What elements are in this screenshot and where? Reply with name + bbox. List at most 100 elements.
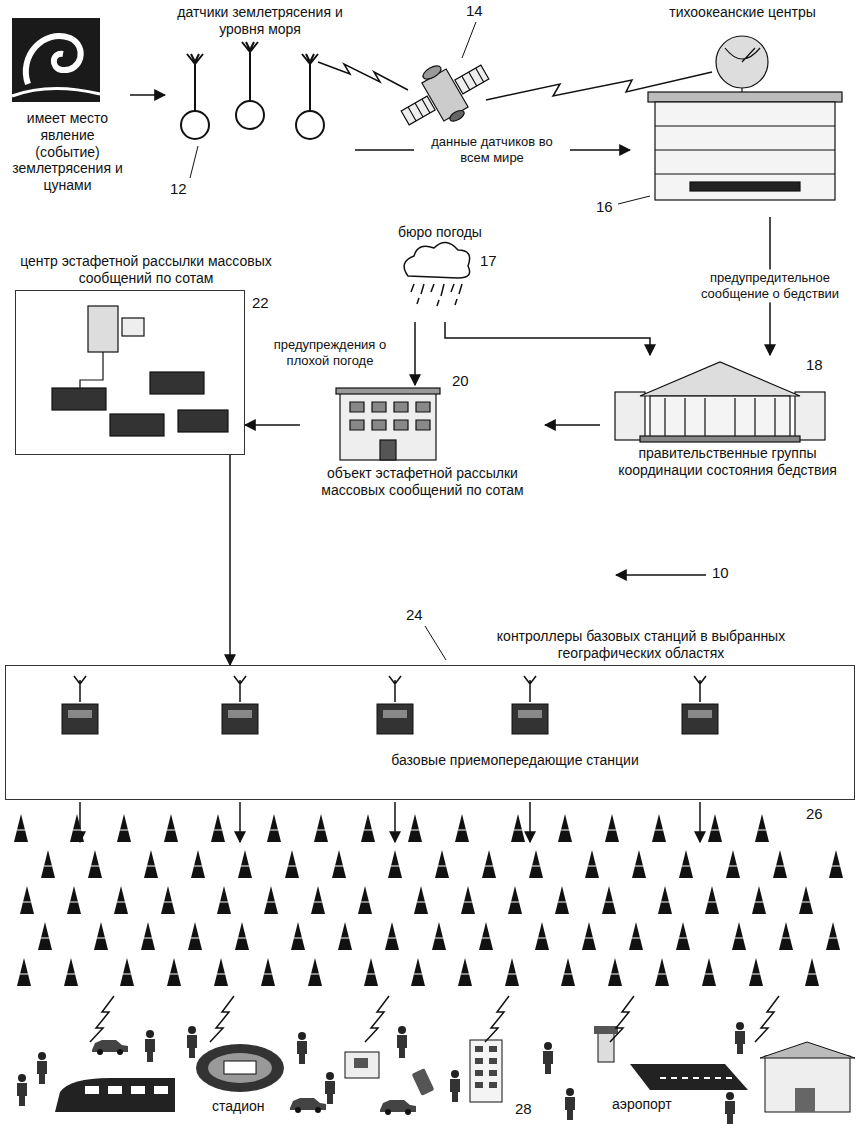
antenna	[234, 676, 246, 702]
tower-brace	[729, 866, 737, 867]
tower-brace	[264, 974, 272, 975]
radio-bolts	[90, 996, 779, 1042]
tower-icon	[608, 958, 622, 986]
tower-brace	[288, 866, 296, 867]
callout-number: 18	[806, 356, 823, 373]
tower-brace	[367, 974, 375, 975]
antenna	[74, 676, 86, 702]
tower-icon	[338, 922, 352, 950]
tower-brace	[808, 974, 816, 975]
tower-brace	[67, 974, 75, 975]
callout-number: 28	[515, 1100, 532, 1117]
tower-brace	[655, 830, 663, 831]
tower-brace	[538, 938, 546, 939]
base-station-units	[62, 676, 718, 842]
tower-brace	[123, 974, 131, 975]
tower-brace	[17, 830, 25, 831]
tower-icon	[479, 922, 493, 950]
tower-brace	[752, 974, 760, 975]
tower-icon	[655, 958, 669, 986]
tower-brace	[194, 866, 202, 867]
tower-brace	[755, 902, 763, 903]
tower-brace	[561, 830, 569, 831]
node-text: центр эстафетной рассылки массовых сообщ…	[16, 253, 276, 287]
tower-brace	[147, 866, 155, 867]
tower-icon	[508, 886, 522, 914]
tower-icon	[605, 814, 619, 842]
callout-number: 20	[452, 372, 469, 389]
tower-brace	[97, 938, 105, 939]
radio-bolt	[755, 996, 779, 1042]
weather-cloud	[404, 242, 469, 306]
sensor-buoys	[181, 42, 324, 139]
tower-icon	[388, 850, 402, 878]
server-equipment	[52, 306, 228, 436]
downlink-arrow	[529, 802, 531, 842]
tower-icon	[211, 814, 225, 842]
tower-brace	[417, 902, 425, 903]
tower-brace	[514, 830, 522, 831]
tower-icon	[679, 850, 693, 878]
controller-panel	[383, 710, 407, 718]
government-building	[615, 362, 825, 442]
controller-unit	[222, 704, 258, 734]
warning-center: тихоокеанские центры	[630, 2, 855, 217]
callout-number: 12	[170, 180, 187, 197]
controller-panel	[68, 710, 92, 718]
tower-icon	[308, 958, 322, 986]
tower-icon	[188, 922, 202, 950]
flow-arrow	[414, 322, 416, 385]
tower-icon	[461, 886, 475, 914]
tower-brace	[364, 830, 372, 831]
controller-panel	[518, 710, 542, 718]
tower-brace	[220, 902, 228, 903]
tower-brace	[482, 938, 490, 939]
tower-icon	[41, 850, 55, 878]
tower-brace	[144, 938, 152, 939]
tower-brace	[117, 902, 125, 903]
flow-arrow	[229, 455, 231, 665]
tower-icon	[70, 814, 84, 842]
tower-icon	[314, 814, 328, 842]
tower-brace	[802, 902, 810, 903]
government-group: правительственные группы координации сос…	[600, 355, 855, 530]
tower-brace	[20, 974, 28, 975]
tower-icon	[94, 922, 108, 950]
radio-link	[318, 62, 408, 90]
tower-brace	[632, 938, 640, 939]
tower-brace	[388, 938, 396, 939]
tower-brace	[735, 938, 743, 939]
radio-bolt	[365, 996, 389, 1042]
antenna	[524, 676, 536, 702]
tower-icon	[629, 922, 643, 950]
tower-icon	[117, 814, 131, 842]
controller-panel	[688, 710, 712, 718]
tower-brace	[238, 938, 246, 939]
reference-arrow	[616, 574, 706, 576]
flow-arrow	[130, 94, 165, 96]
tower-brace	[73, 830, 81, 831]
node-text: датчики землетрясения и уровня моря	[167, 4, 353, 38]
tower-icon	[238, 850, 252, 878]
tower-brace	[217, 974, 225, 975]
event-node: имеет место явление (событие) землетрясе…	[5, 15, 130, 200]
tower-brace	[241, 866, 249, 867]
tower-brace	[438, 866, 446, 867]
tower-icon	[414, 886, 428, 914]
tower-brace	[458, 830, 466, 831]
tower-brace	[829, 938, 837, 939]
tower-brace	[758, 830, 766, 831]
tower-brace	[70, 902, 78, 903]
tower-brace	[485, 866, 493, 867]
tower-brace	[44, 866, 52, 867]
tower-brace	[605, 902, 613, 903]
tower-icon	[261, 958, 275, 986]
callout-number: 17	[480, 252, 497, 269]
ground-scene	[17, 1022, 855, 1124]
edge-label: предупреждения о плохой погоде	[252, 336, 408, 369]
tower-icon	[141, 922, 155, 950]
tower-icon	[632, 850, 646, 878]
node-text: бюро погоды	[377, 224, 503, 241]
